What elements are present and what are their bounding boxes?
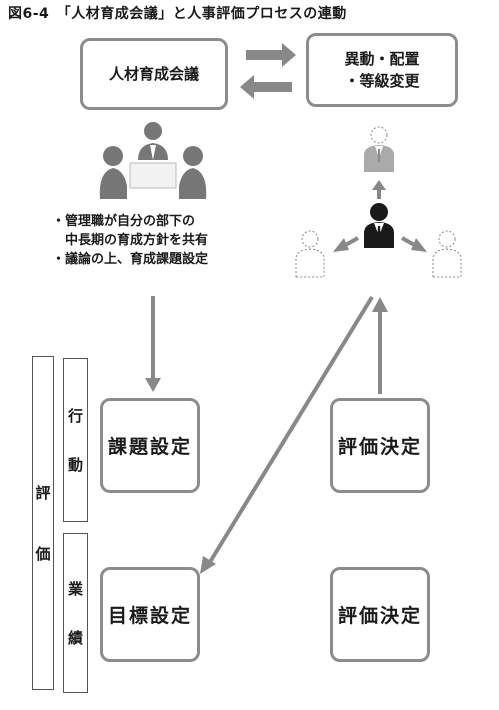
transfer-box: 異動・配置 ・等級変更 <box>306 33 458 107</box>
goal-setting-box: 目標設定 <box>100 567 200 662</box>
action-char-2: 動 <box>67 456 83 474</box>
arrow-to-transfer <box>246 43 296 67</box>
action-evaluation-label: 評価決定 <box>337 436 422 458</box>
diagram-title: 図6-4 「人材育成会議」と人事評価プロセスの連動 <box>8 6 347 22</box>
performance-char-2: 績 <box>67 629 83 647</box>
transfer-label-line1: 異動・配置 <box>344 50 420 68</box>
performance-char-1: 業 <box>67 580 83 598</box>
task-setting-box: 課題設定 <box>100 398 200 493</box>
arrow-transfer-to-goal <box>200 295 374 574</box>
performance-evaluation-box: 評価決定 <box>330 567 430 662</box>
manager-icon <box>364 203 394 248</box>
goal-setting-label: 目標設定 <box>107 605 192 627</box>
meeting-group-icon <box>99 122 207 199</box>
action-evaluation-box: 評価決定 <box>330 398 430 493</box>
transferred-employee-left-icon <box>295 230 325 278</box>
note-line-1: ・管理職が自分の部下の <box>52 214 196 229</box>
action-side-label: 行 動 <box>63 358 88 522</box>
arrow-evaluation-to-transfer <box>372 297 388 394</box>
note-line-3: ・議論の上、育成課題設定 <box>52 252 209 267</box>
transfer-label-line2: ・等級変更 <box>344 72 420 90</box>
performance-evaluation-label: 評価決定 <box>337 605 422 627</box>
arrow-meeting-to-task <box>145 296 161 392</box>
note-line-2: 中長期の育成方針を共有 <box>52 233 209 248</box>
evaluation-char-2: 価 <box>35 545 51 563</box>
task-setting-label: 課題設定 <box>107 436 192 458</box>
evaluation-char-1: 評 <box>35 484 51 502</box>
arrow-to-meeting <box>240 75 292 99</box>
evaluation-side-label: 評 価 <box>32 356 54 690</box>
meeting-box: 人材育成会議 <box>80 38 228 110</box>
promoted-employee-icon <box>364 126 394 172</box>
move-arrows <box>333 180 427 252</box>
performance-side-label: 業 績 <box>63 533 88 693</box>
meeting-notes: ・管理職が自分の部下の 中長期の育成方針を共有 ・議論の上、育成課題設定 <box>52 212 208 269</box>
action-char-1: 行 <box>67 407 83 425</box>
meeting-label: 人材育成会議 <box>108 65 199 83</box>
transferred-employee-right-icon <box>432 230 462 278</box>
